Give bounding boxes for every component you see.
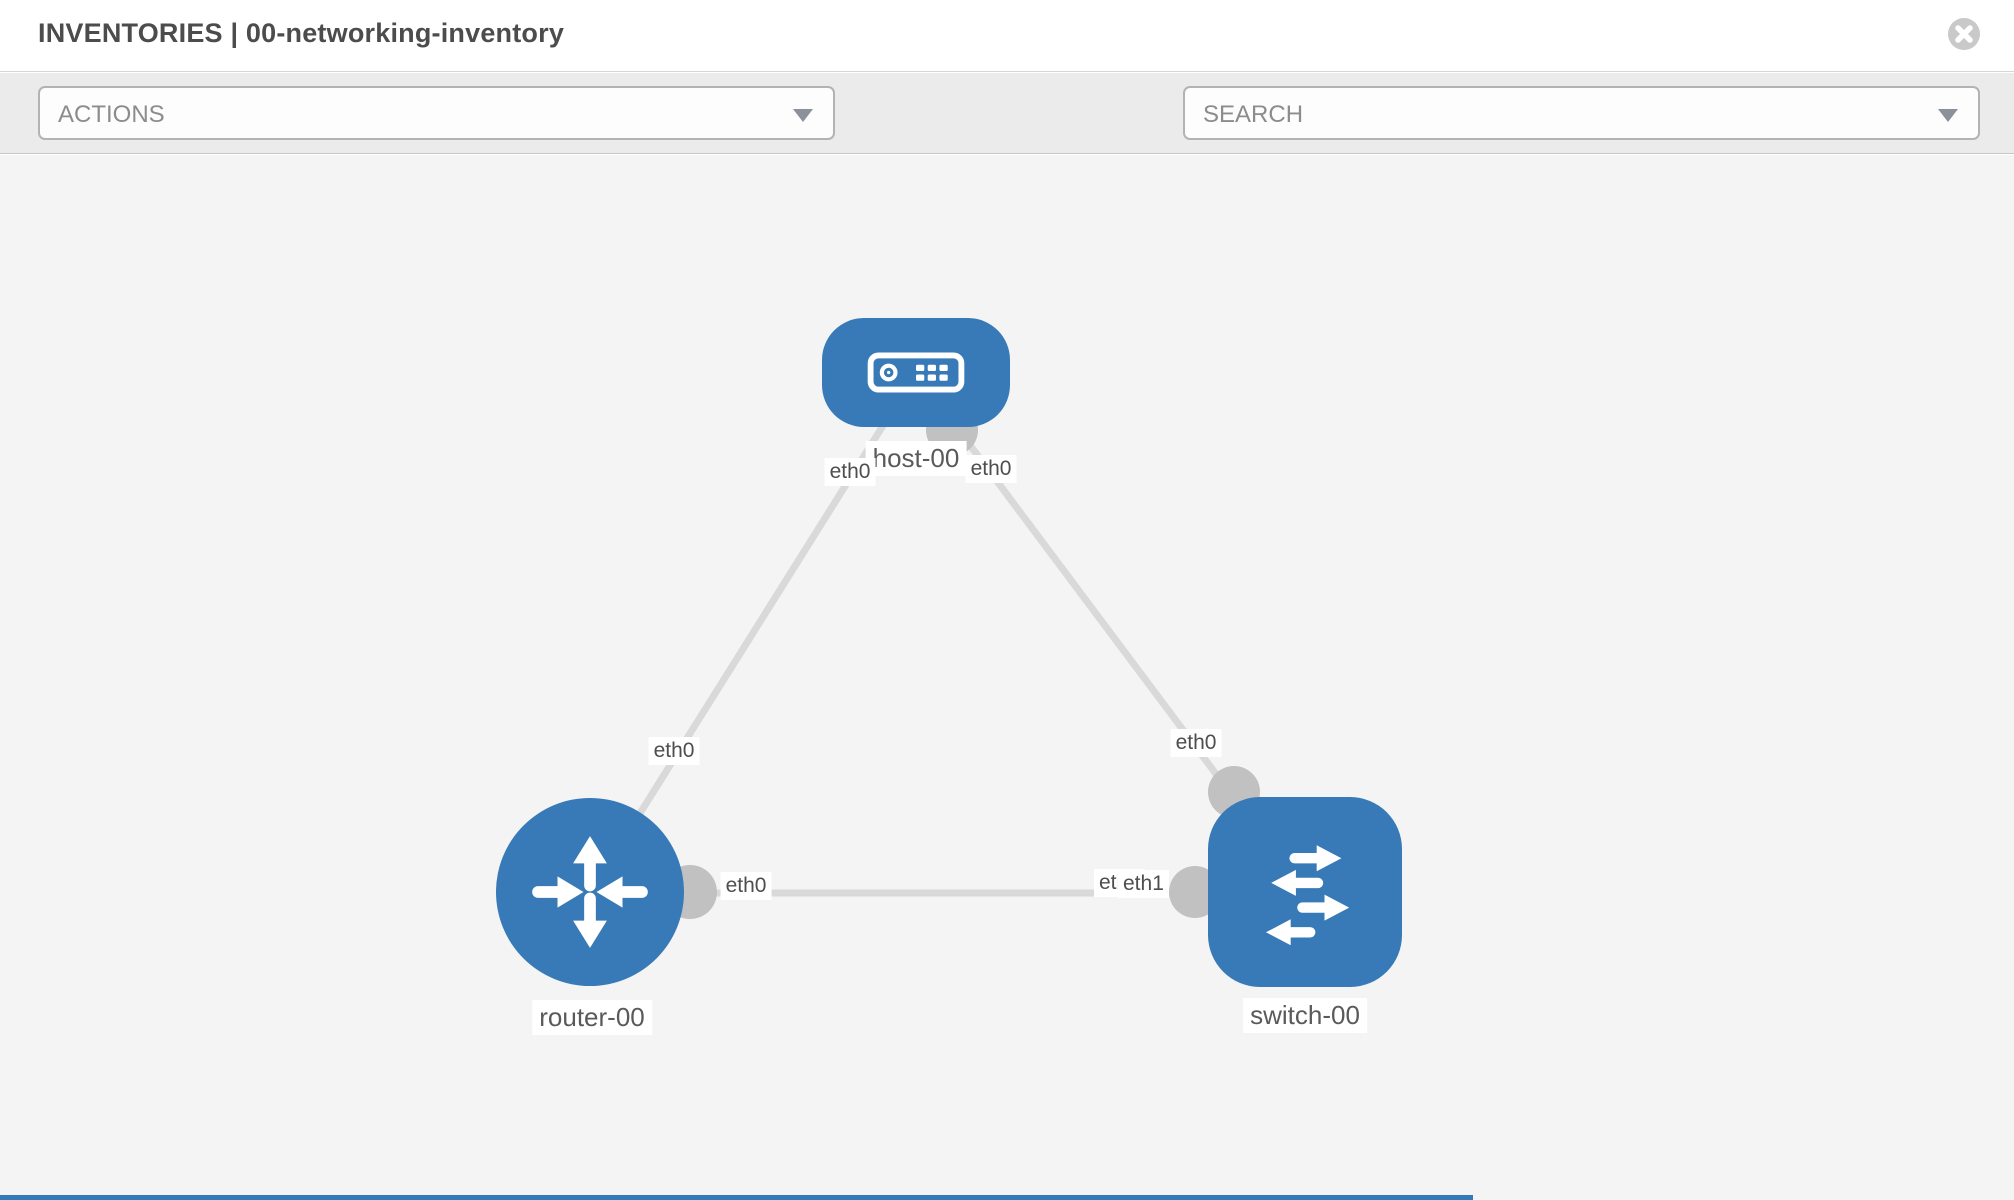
interface-label-host-router-hostend: eth0 [824, 458, 876, 486]
interface-label-host-switch-switchend: eth0 [1170, 729, 1222, 757]
router-icon [532, 836, 648, 948]
bottom-accent-bar [0, 1195, 1473, 1200]
interface-label-host-switch-hostend: eth0 [965, 455, 1017, 483]
topology-edges [587, 370, 1308, 919]
actions-dropdown[interactable]: ACTIONS [38, 86, 835, 140]
interface-label-router-switch-routerend: eth0 [720, 872, 772, 900]
host-icon [867, 352, 965, 393]
interface-label-host-router-routerend: eth0 [648, 737, 700, 765]
node-router-00[interactable] [496, 798, 684, 986]
close-button[interactable] [1946, 16, 1982, 52]
node-label-switch: switch-00 [1243, 998, 1367, 1033]
topology-canvas[interactable]: host-00 router-00 switch-00 eth0 eth0 et… [0, 155, 2014, 1200]
close-icon [1948, 18, 1980, 50]
actions-dropdown-label: ACTIONS [58, 101, 165, 128]
chevron-down-icon [1938, 109, 1958, 122]
node-host-00[interactable] [822, 318, 1010, 427]
node-label-host: host-00 [865, 441, 967, 476]
header-bar: INVENTORIES | 00-networking-inventory [0, 0, 2014, 72]
node-switch-00[interactable] [1208, 797, 1402, 987]
interface-label-router-switch-switchend: eth1 [1118, 870, 1169, 898]
search-input[interactable]: SEARCH [1183, 86, 1980, 140]
toolbar: ACTIONS SEARCH [0, 73, 2014, 206]
chevron-down-icon [793, 109, 813, 122]
page-title: INVENTORIES | 00-networking-inventory [38, 18, 565, 48]
search-placeholder: SEARCH [1203, 101, 1304, 128]
node-label-router: router-00 [532, 1000, 652, 1035]
switch-icon [1266, 845, 1350, 946]
